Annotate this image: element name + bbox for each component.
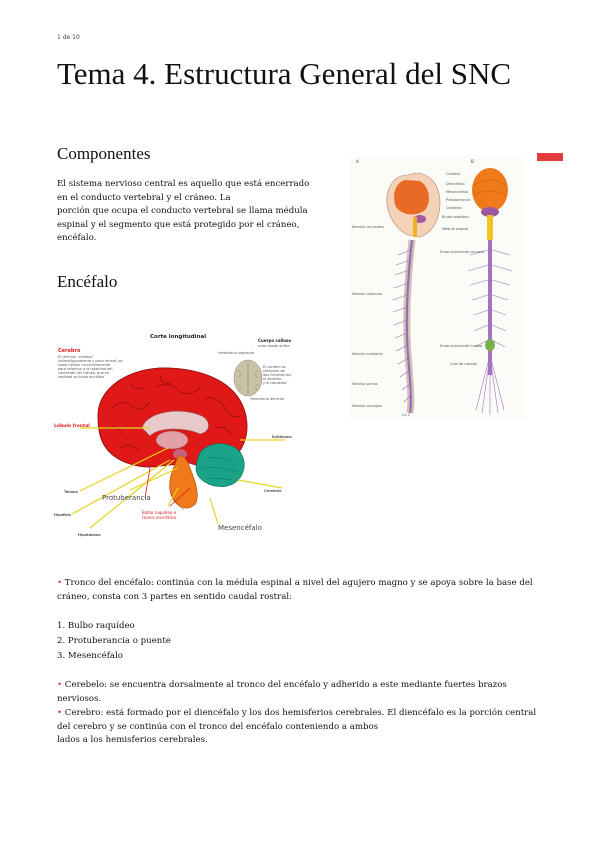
label-leader-lines <box>71 427 285 529</box>
componentes-paragraph: El sistema nervioso central es aquello q… <box>57 178 347 246</box>
callout-callosum-sub: visto desde arriba <box>258 344 289 348</box>
label-hipotalamo: Hipotálamo <box>78 533 101 537</box>
heading-encefalo: Encéfalo <box>57 272 118 291</box>
label-hipofisis: Hipófisis <box>54 513 71 517</box>
text-line: del cerebro y se continúa con el tronco … <box>57 721 379 732</box>
label-ens-lumbar: Ensanchamiento lumbar <box>440 344 483 348</box>
label-nervios-toracicos: Nervios torácicos <box>352 292 382 296</box>
label-bulbo-1: Bulbo raquídeo e <box>142 510 177 515</box>
text-line: cráneo, consta con 3 partes en sentido c… <box>57 591 292 602</box>
text-span: Tronco del encéfalo: continúa con la méd… <box>62 578 533 588</box>
bullet-icon: • <box>57 708 63 718</box>
label-co1: Co 1 <box>402 413 410 417</box>
list-item: 3. Mesencéfalo <box>57 651 123 661</box>
label-mesencefalo: Mesencéfalo <box>218 524 262 532</box>
callout-line: (etimológicamente y poco formal) se <box>58 359 123 363</box>
text-span: Cerebelo: se encuentra dorsalmente al tr… <box>62 680 507 690</box>
text-line: lados a los hemisferios cerebrales. <box>57 735 208 746</box>
label-ens-cervical: Ensanchamiento cervical <box>440 250 484 254</box>
label-bulbo: Bulbo raquídeo <box>442 215 469 219</box>
callout-line: el derecho <box>263 377 281 381</box>
callout-cerebro-text: El término "cerebro" (etimológicamente y… <box>58 355 123 379</box>
label-diencefalo: Diencéfalo <box>446 182 465 186</box>
callout-line: compone de <box>263 369 285 373</box>
text-line: encéfalo. <box>57 233 97 244</box>
figure-b-front-view <box>467 168 513 415</box>
label-epitalamo: Epitálamo <box>272 435 292 439</box>
label-arrows <box>144 467 191 507</box>
label-nervios-coccigeo: Nervios coccígeo <box>352 404 382 408</box>
label-mesencefalo: Mesencéfalo <box>446 190 468 194</box>
red-marker <box>537 153 563 161</box>
text-line: • Tronco del encéfalo: continúa con la m… <box>57 577 547 591</box>
text-line: • Cerebelo: se encuentra dorsalmente al … <box>57 679 547 693</box>
label-lobulo-frontal: Lóbulo frontal <box>54 422 90 429</box>
list-item: 2. Protuberancia o puente <box>57 636 171 646</box>
callout-line: para referirse a la totalidad del <box>58 367 112 371</box>
text-line: El sistema nervioso central es aquello q… <box>57 179 310 189</box>
text-line: • Cerebro: está formado por el diencéfal… <box>57 707 547 721</box>
callout-line: y el izquierdo <box>263 381 287 385</box>
callout-line: El cerebro se <box>263 365 286 369</box>
text-line: en el conducto vertebral y el cráneo. La <box>57 192 231 203</box>
callout-line: contenido del cráneo, que en <box>58 371 109 375</box>
callout-line: suele utilizar incorrectamente <box>58 363 110 367</box>
figure-b-labels: Cerebro Diencéfalo Mesencéfalo Protubera… <box>440 172 484 366</box>
text-line: espinal y el segmento que está protegido… <box>57 219 300 230</box>
figure-a-side-view <box>386 172 441 414</box>
label-nervios-lumbares: Nervios lumbares <box>352 352 383 356</box>
brain-figure-title: Corte longitudinal <box>150 334 206 340</box>
cerebelo-paragraph: • Cerebelo: se encuentra dorsalmente al … <box>57 679 547 706</box>
label-hem-izquierdo: Hemisferio izquierdo <box>218 351 254 355</box>
page-number: 1 de 10 <box>57 34 80 41</box>
label-protuberancia: Protuberancia <box>102 494 151 502</box>
label-cerebelo: Cerebelo <box>446 206 462 210</box>
text-span: Cerebro: está formado por el diencéfalo … <box>62 708 537 718</box>
label-nervios-cervicales: Nervios cervicales <box>352 225 384 229</box>
list-item: 1. Bulbo raquídeo <box>57 621 135 631</box>
bullet-icon: • <box>57 680 63 690</box>
brainstem-parts-list: 1. Bulbo raquídeo 2. Protuberancia o pue… <box>57 619 171 664</box>
brain-figure: Corte longitudinal Cerebro El término "c… <box>54 334 292 537</box>
label-protuberancia: Protuberancia <box>446 198 470 202</box>
label-a: A <box>356 159 359 164</box>
label-medula: Médula espinal <box>442 227 468 231</box>
cerebro-paragraph: • Cerebro: está formado por el diencéfal… <box>57 707 547 748</box>
spine-figure: A B Nervios cervicales Nervios torácicos… <box>350 155 525 420</box>
page-title: Tema 4. Estructura General del SNC <box>57 56 512 91</box>
callout-callosum-title: Cuerpo calloso <box>258 338 291 343</box>
brain-section <box>97 367 248 511</box>
bullet-icon: • <box>57 578 63 588</box>
text-line: nerviosos. <box>57 693 102 704</box>
label-hem-derecho: Hemisferio derecho <box>250 397 284 401</box>
tronco-paragraph: • Tronco del encéfalo: continúa con la m… <box>57 577 547 604</box>
label-cola-caballo: Cola de caballo <box>450 362 477 366</box>
label-b: B <box>471 159 474 164</box>
callout-callosum: Cuerpo calloso visto desde arriba El cer… <box>218 338 292 401</box>
callout-line: dos hemisferios, <box>263 373 292 377</box>
callout-line: realidad se llama encéfalo. <box>58 375 105 379</box>
label-cerebelo: Cerebelo <box>264 489 282 493</box>
label-bulbo-2: tronco encefálico <box>142 515 177 520</box>
heading-componentes: Componentes <box>57 144 151 163</box>
callout-cerebro-title: Cerebro <box>58 348 81 354</box>
callout-line: El término "cerebro" <box>58 355 94 359</box>
text-line: porción que ocupa el conducto vertebral … <box>57 206 308 217</box>
label-nervios-sacros: Nervios sacros <box>352 382 378 386</box>
label-talamo: Tálamo <box>64 490 79 494</box>
label-cerebro: Cerebro <box>446 172 460 176</box>
